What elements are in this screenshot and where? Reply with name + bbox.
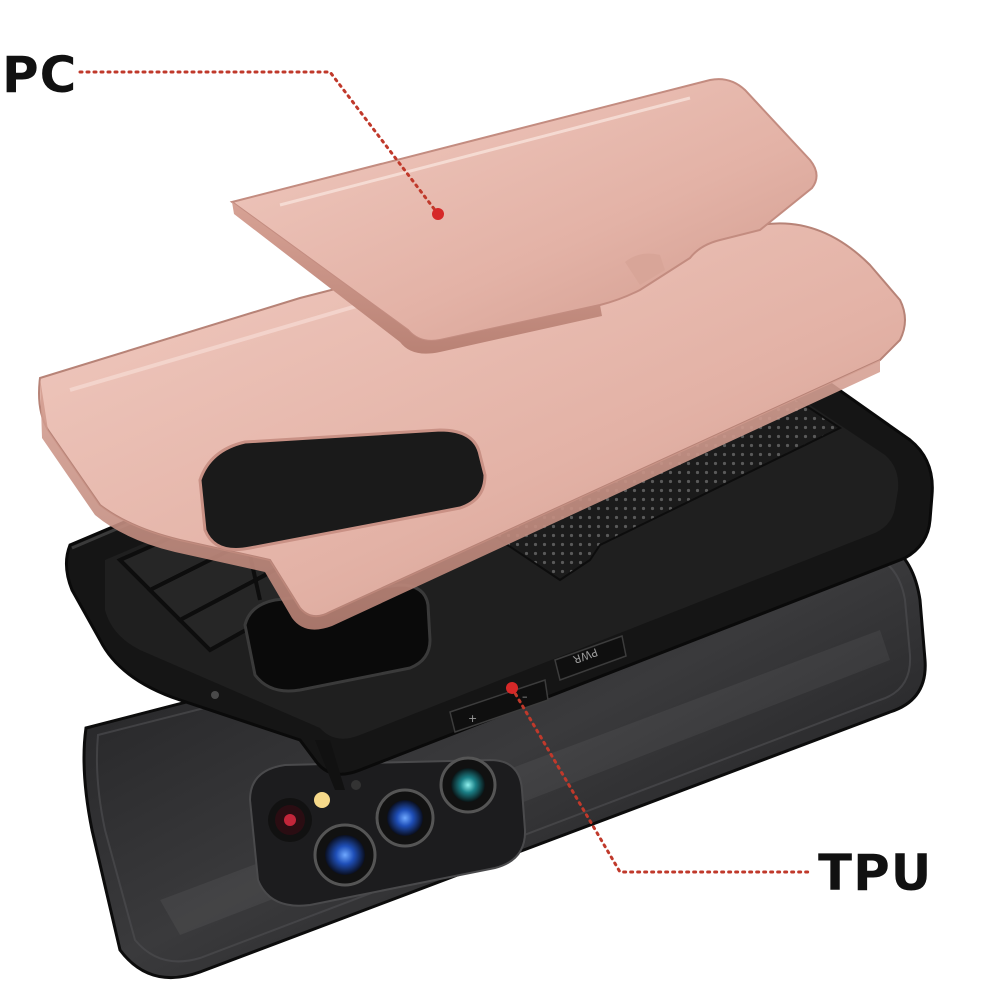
pc-callout-label: PC bbox=[2, 46, 78, 104]
camera-sensor bbox=[351, 780, 361, 790]
camera-flash bbox=[314, 792, 330, 808]
volume-down-label: – bbox=[522, 690, 528, 703]
tpu-callout-line bbox=[506, 682, 812, 874]
camera-lens-1 bbox=[268, 798, 312, 842]
pc-shell-frame bbox=[38, 222, 906, 630]
camera-lens-3 bbox=[375, 788, 435, 848]
camera-lens-4 bbox=[439, 756, 497, 814]
pc-callout-line bbox=[78, 70, 444, 220]
tpu-callout-label: TPU bbox=[818, 844, 933, 902]
phone-camera-module bbox=[248, 756, 527, 907]
case-port-hole bbox=[211, 691, 219, 699]
camera-lens-2 bbox=[313, 823, 377, 887]
pc-shell-camera-cutout bbox=[198, 428, 487, 551]
volume-up-label: + bbox=[468, 712, 477, 725]
pc-shell-sliding-lid bbox=[229, 78, 818, 354]
